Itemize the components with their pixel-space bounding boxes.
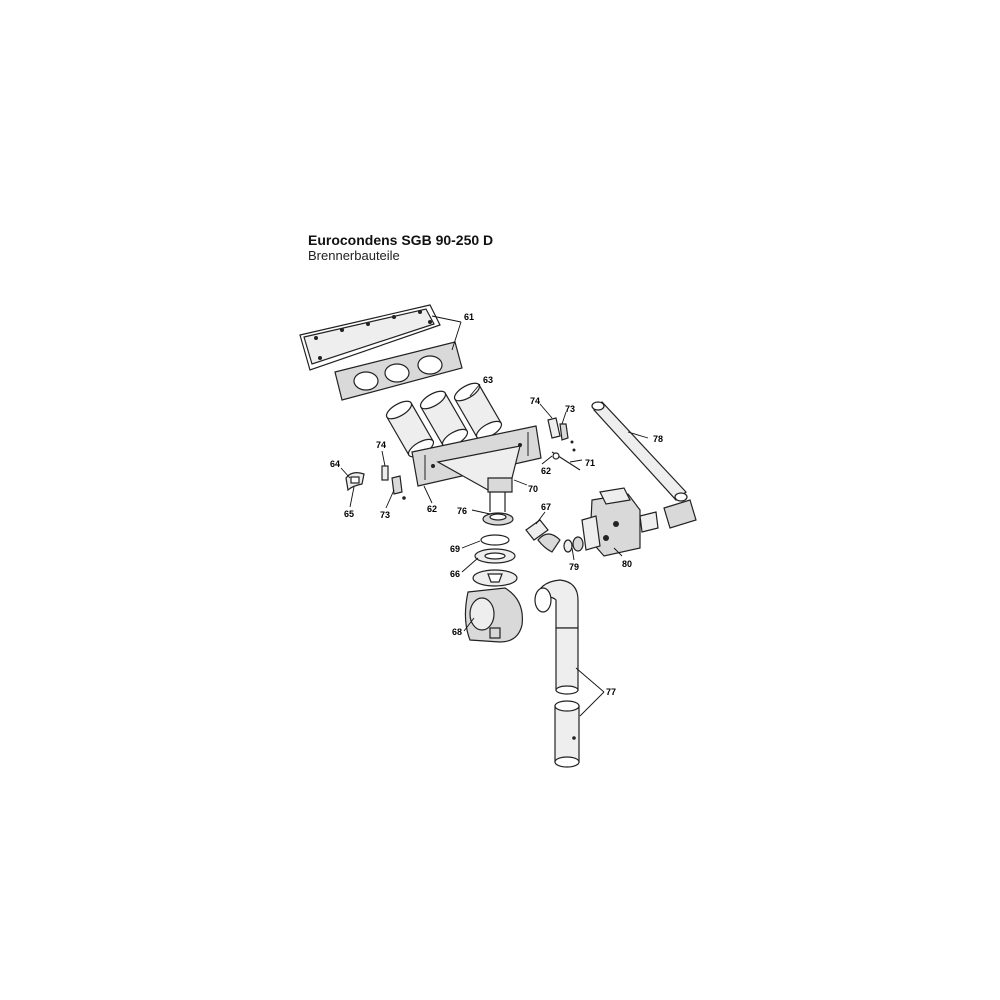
part-61-gasket [299,304,441,371]
callout-62: 62 [427,504,437,514]
part-70-mixing-chamber [436,445,521,512]
part-73-bracket-right [559,423,576,452]
callout-67: 67 [541,502,551,512]
callout-76: 76 [457,506,467,516]
callout-70: 70 [528,484,538,494]
callout-69: 69 [450,544,460,554]
callout-79: 79 [569,562,579,572]
callout-78: 78 [653,434,663,444]
diagram-title: Eurocondens SGB 90-250 D [308,232,494,248]
part-66-plate [472,569,518,587]
callout-64: 64 [330,459,340,469]
part-69-ring [480,534,510,546]
callout-80: 80 [622,559,632,569]
callout-61: 61 [464,312,474,322]
part-74-electrode-right [547,417,561,439]
part-68-blower [464,587,523,643]
callout-71: 71 [585,458,595,468]
diagram-subtitle: Brennerbauteile [308,248,400,263]
callout-labels: 61 63 74 73 78 62 71 74 64 70 76 67 62 6… [330,312,663,697]
part-80-gas-valve [581,487,697,557]
leader-lines [340,315,649,717]
part-64-clip [345,472,365,492]
part-78-gas-pipe [591,401,688,502]
part-61-plate [334,341,463,401]
part-71-ignition-electrode [551,451,581,471]
part-66-gasket-ring [474,548,516,564]
part-76-flange [482,512,514,526]
part-73-bracket-left [391,475,406,500]
callout-65: 65 [344,509,354,519]
callout-74: 74 [530,396,540,406]
part-74-electrode-left [381,465,389,481]
callout-73: 73 [380,510,390,520]
callout-77: 77 [606,687,616,697]
part-63-burner-tubes [385,382,503,458]
part-77-intake-pipe [534,579,580,768]
part-79-nut [563,536,584,553]
callout-66: 66 [450,569,460,579]
callout-68: 68 [452,627,462,637]
part-67-fitting [525,519,561,553]
callout-74: 74 [376,440,386,450]
callout-63: 63 [483,375,493,385]
callout-62: 62 [541,466,551,476]
callout-73: 73 [565,404,575,414]
